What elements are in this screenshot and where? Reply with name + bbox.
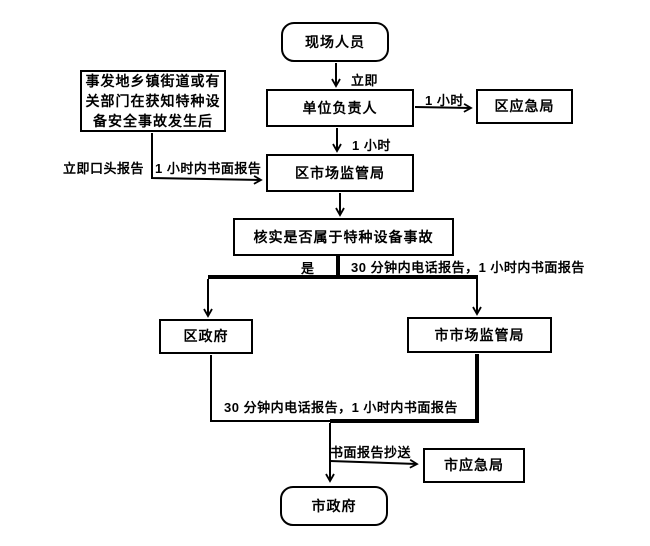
label-one-hour-to-district-emergency: 1 小时 bbox=[425, 93, 464, 108]
node-city-emergency-bureau: 市应急局 bbox=[423, 448, 525, 483]
label-yes: 是 bbox=[301, 261, 315, 276]
edge-branch-to-city-emergency bbox=[329, 458, 419, 469]
node-verify-special-equipment: 核实是否属于特种设备事故 bbox=[233, 218, 454, 256]
node-district-emergency-bureau: 区应急局 bbox=[476, 89, 573, 124]
node-district-market-bureau: 区市场监管局 bbox=[266, 154, 414, 192]
edge-district-gov-to-merge bbox=[210, 355, 332, 422]
node-district-government: 区政府 bbox=[159, 319, 253, 354]
node-city-government: 市政府 bbox=[280, 486, 388, 526]
label-one-hour-to-district-market: 1 小时 bbox=[352, 138, 391, 153]
edge-township-to-district-market bbox=[151, 133, 263, 185]
edge-city-market-to-merge bbox=[330, 354, 479, 423]
label-phone-30min-written-1h-lower: 30 分钟内电话报告，1 小时内书面报告 bbox=[224, 400, 458, 415]
label-phone-30min-written-1h-upper: 30 分钟内电话报告，1 小时内书面报告 bbox=[351, 260, 585, 275]
edge-unit-head-to-district-emergency bbox=[414, 103, 473, 113]
label-written-report-copy: 书面报告抄送 bbox=[330, 445, 412, 460]
node-township-department: 事发地乡镇街道或有 关部门在获知特种设 备安全事故发生后 bbox=[80, 70, 226, 132]
node-unit-head: 单位负责人 bbox=[266, 89, 414, 127]
label-immediately: 立即 bbox=[351, 73, 379, 88]
node-onsite-personnel: 现场人员 bbox=[281, 22, 389, 62]
label-written-report-within-1h: 1 小时内书面报告 bbox=[155, 161, 262, 176]
node-city-market-bureau: 市市场监管局 bbox=[407, 317, 552, 353]
label-immediate-verbal-report: 立即口头报告 bbox=[63, 161, 145, 176]
